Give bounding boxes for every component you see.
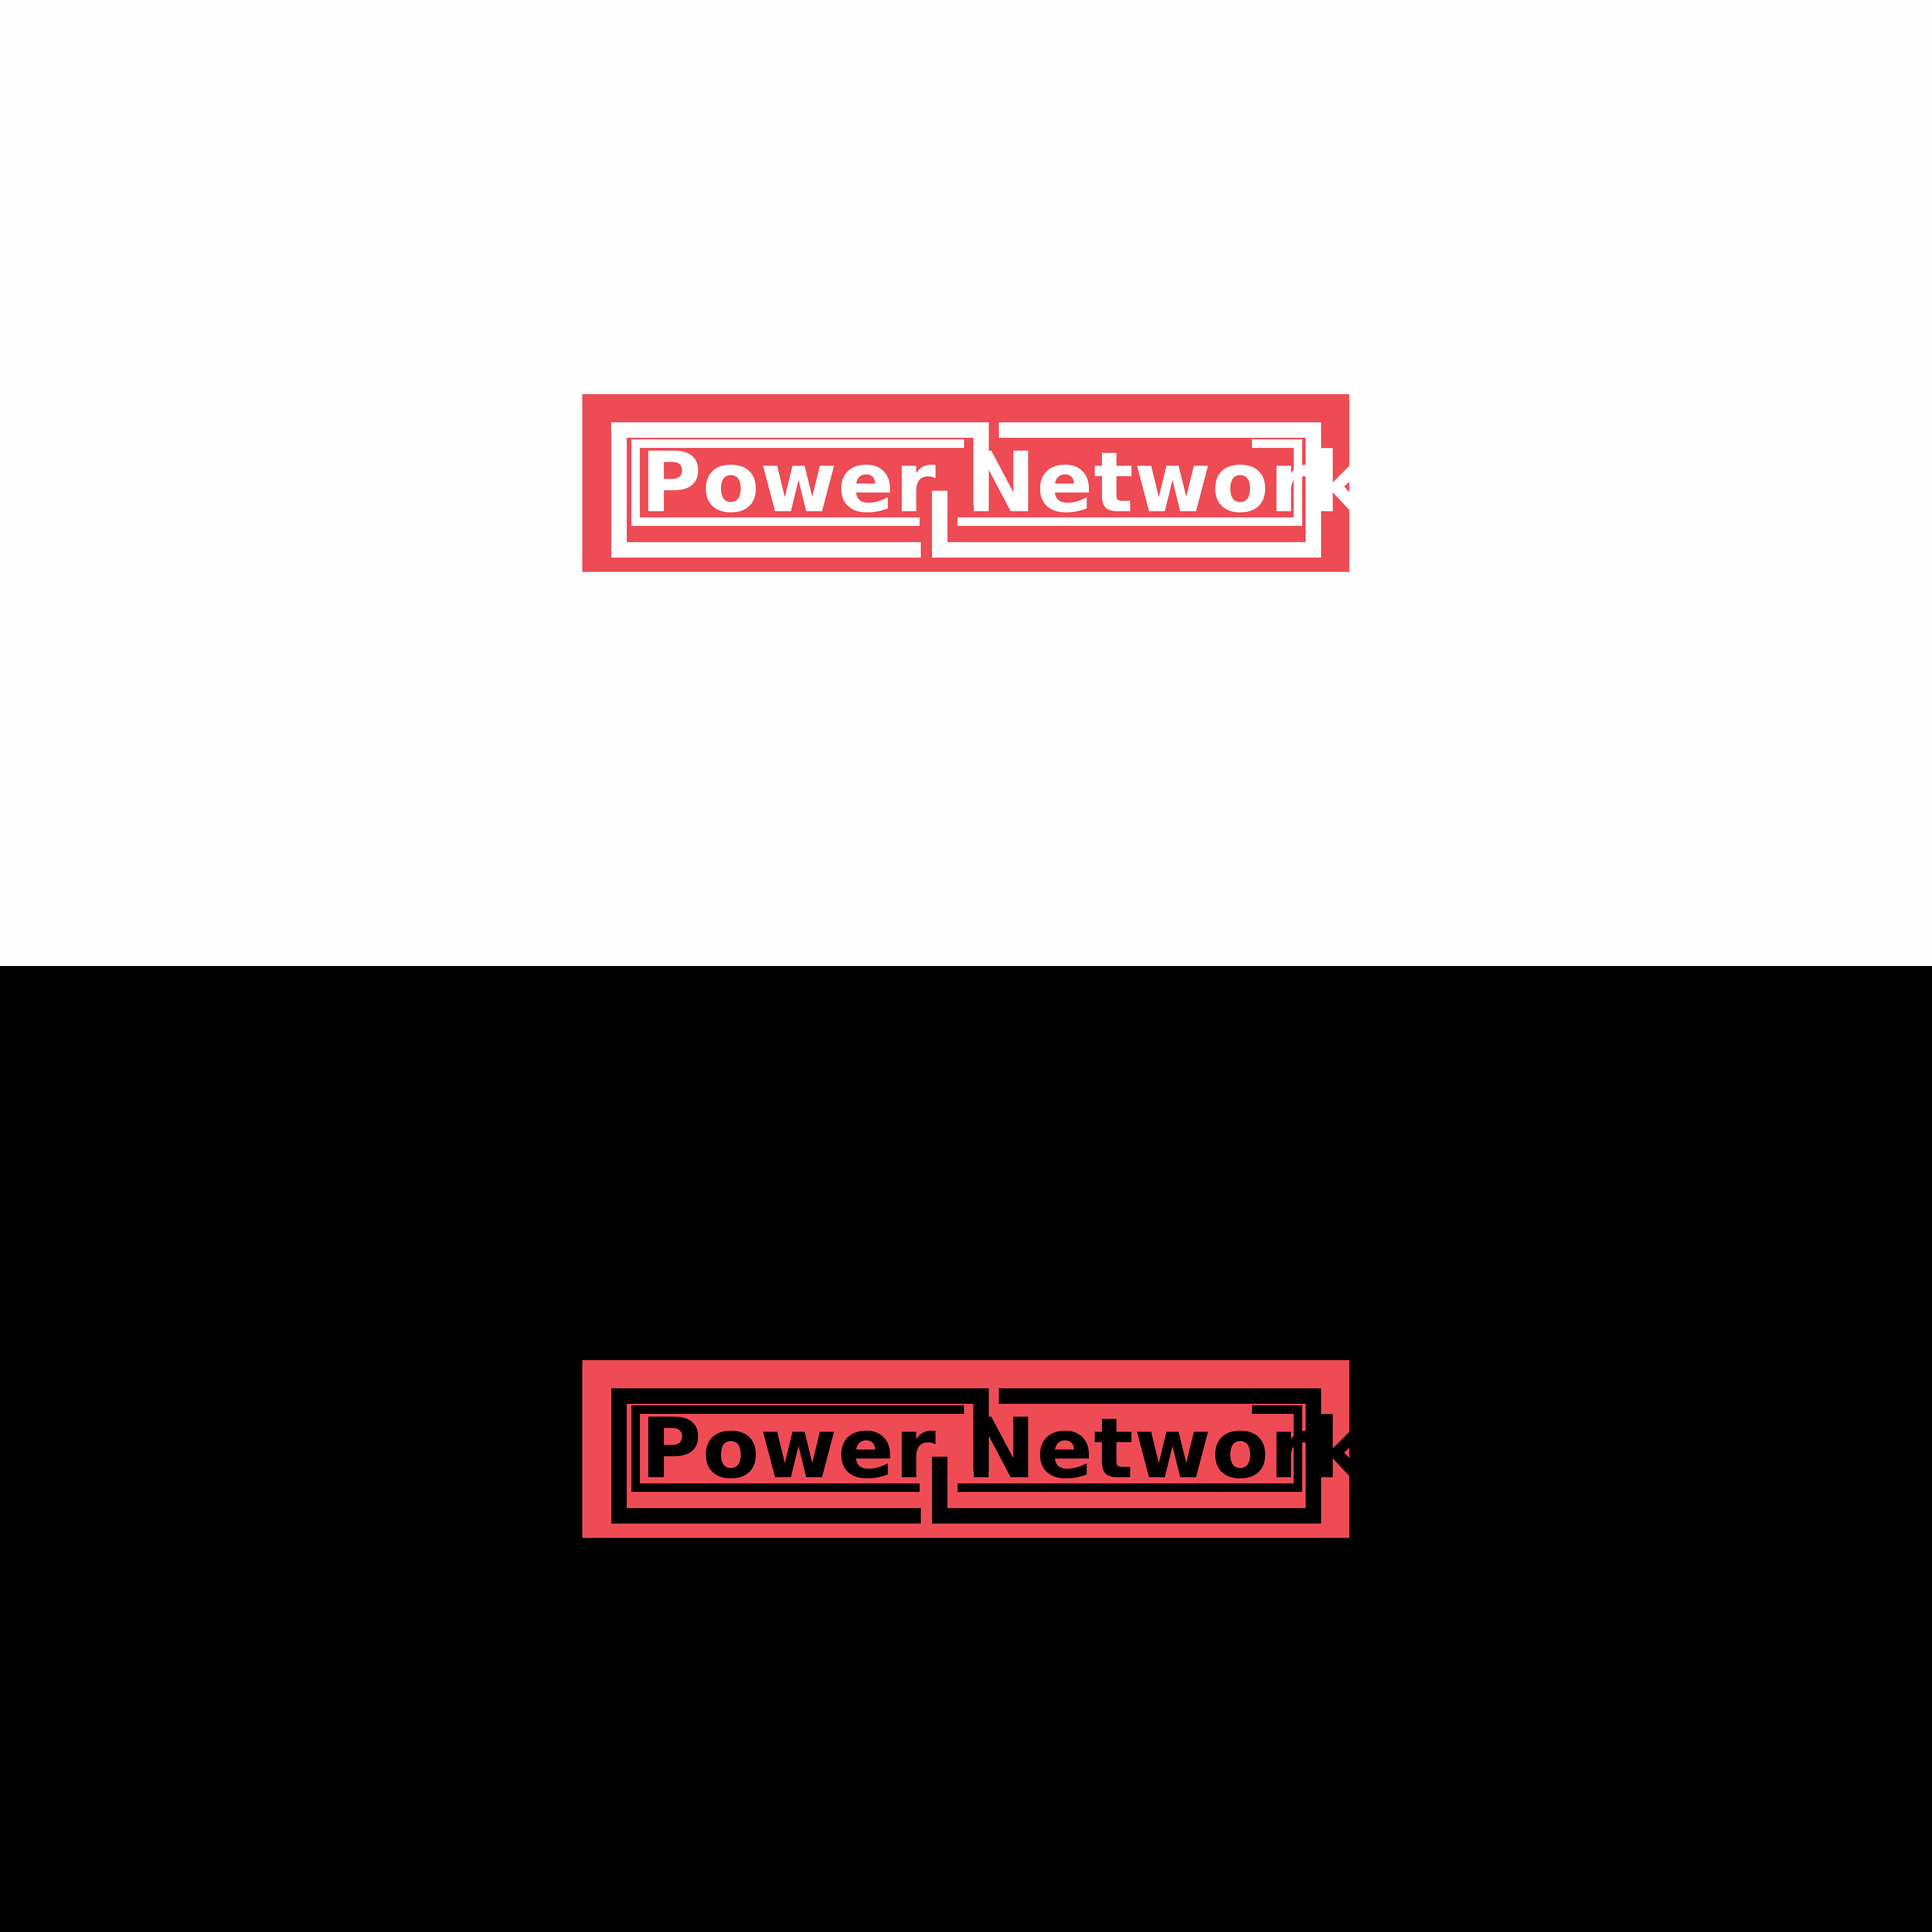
logo-inner-frame <box>631 1405 1302 1492</box>
logo-wordmark: Power Network <box>641 1400 1368 1497</box>
power-network-logo-light: Power Network <box>582 394 1368 572</box>
light-variant-panel: Power Network <box>582 394 1368 572</box>
logo-outer-frame <box>611 1388 1321 1524</box>
dark-variant-panel: Power Network <box>0 966 1932 1932</box>
logo-inner-frame <box>631 439 1302 526</box>
logo-wordmark: Power Network <box>641 434 1368 531</box>
power-network-logo-dark: Power Network <box>582 1360 1368 1538</box>
logo-outer-frame <box>611 422 1321 558</box>
